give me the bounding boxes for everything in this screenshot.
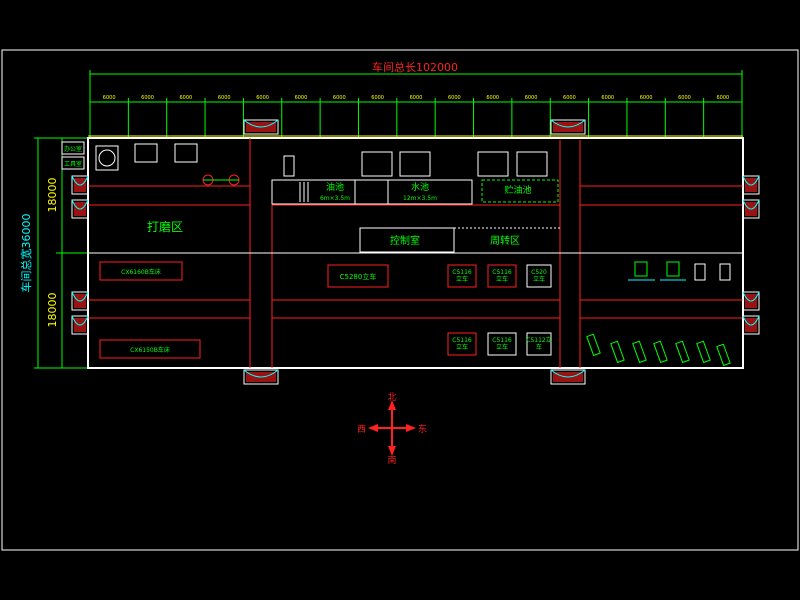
lathe-center-label: C5280立车 xyxy=(340,272,377,281)
half-width-top: 18000 xyxy=(46,178,59,213)
compass-south: 南 xyxy=(387,454,396,466)
lathe-center xyxy=(327,264,389,288)
aisle-lines xyxy=(88,138,743,368)
lathe-left-bottom xyxy=(99,339,201,359)
segment-label: 6000 xyxy=(256,95,269,101)
door xyxy=(243,369,279,385)
room-tools xyxy=(61,156,85,170)
door xyxy=(71,175,89,195)
door xyxy=(71,199,89,219)
segment-label: 6000 xyxy=(525,95,538,101)
segment-label: 6000 xyxy=(371,95,384,101)
segment-label: 6000 xyxy=(333,95,346,101)
door xyxy=(550,119,586,135)
pools xyxy=(271,151,559,205)
length-title: 车间总长102000 xyxy=(372,60,458,74)
segment-label: 6000 xyxy=(640,95,653,101)
segment-label: 6000 xyxy=(448,95,461,101)
control-room-label: 控制室 xyxy=(390,234,420,247)
room-office xyxy=(61,141,85,155)
rack xyxy=(675,340,690,364)
lathe-left-bottom-label: CX6150B车床 xyxy=(130,346,170,354)
rack xyxy=(632,340,647,364)
oil-pool-label: 油池 xyxy=(326,181,344,193)
width-title: 车间总宽36000 xyxy=(19,214,33,293)
segment-label: 6000 xyxy=(563,95,576,101)
segment-label: 6000 xyxy=(601,95,614,101)
rack xyxy=(653,340,668,364)
segment-label: 6000 xyxy=(180,95,193,101)
half-width-bottom: 18000 xyxy=(46,293,59,328)
equipment-top-left xyxy=(95,143,240,186)
lathe-left-top xyxy=(99,261,183,281)
rack xyxy=(586,333,601,357)
compass-north: 北 xyxy=(387,392,396,403)
width-dimension: 车间总宽36000 18000 18000 xyxy=(19,137,90,369)
rack xyxy=(716,343,731,367)
rack xyxy=(610,340,625,364)
right-equipment xyxy=(628,261,731,281)
door xyxy=(243,119,279,135)
water-pool-size: 12m×3.5m xyxy=(403,195,437,202)
control-room xyxy=(359,227,455,253)
compass: 北 南 西 东 xyxy=(357,392,427,466)
segment-label: 6000 xyxy=(410,95,423,101)
door xyxy=(742,175,760,195)
turnover-zone-label: 周转区 xyxy=(490,234,520,247)
compass-west: 西 xyxy=(357,424,366,435)
rack xyxy=(696,340,711,364)
door xyxy=(71,315,89,335)
segment-label: 6000 xyxy=(141,95,154,101)
vl6-label: C5112立车 xyxy=(526,336,551,351)
storage-racks xyxy=(586,333,731,367)
segment-label: 6000 xyxy=(678,95,691,101)
doors xyxy=(71,119,760,385)
door xyxy=(71,291,89,311)
oil-pool-size: 6m×3.5m xyxy=(320,195,350,202)
drawing-frame xyxy=(1,49,799,551)
vertical-lathes xyxy=(447,264,552,356)
segment-label: 6000 xyxy=(716,95,729,101)
segment-label: 6000 xyxy=(218,95,231,101)
segment-label: 6000 xyxy=(295,95,308,101)
door xyxy=(550,369,586,385)
water-pool-label: 水池 xyxy=(411,181,429,193)
segment-label: 6000 xyxy=(103,95,116,101)
grinding-zone-label: 打磨区 xyxy=(147,220,183,234)
segment-dimensions: 6000 6000 6000 6000 6000 6000 6000 6000 6000 6000… xyxy=(89,95,743,138)
compass-east: 东 xyxy=(418,423,427,435)
door xyxy=(742,315,760,335)
room-tools-label: 工具室 xyxy=(64,160,82,168)
room-office-label: 办公室 xyxy=(64,145,82,153)
door xyxy=(742,199,760,219)
segment-label: 6000 xyxy=(486,95,499,101)
door xyxy=(742,291,760,311)
storage-pool-label: 贮油池 xyxy=(504,184,531,196)
lathe-left-top-label: CX6160B车床 xyxy=(121,268,161,276)
